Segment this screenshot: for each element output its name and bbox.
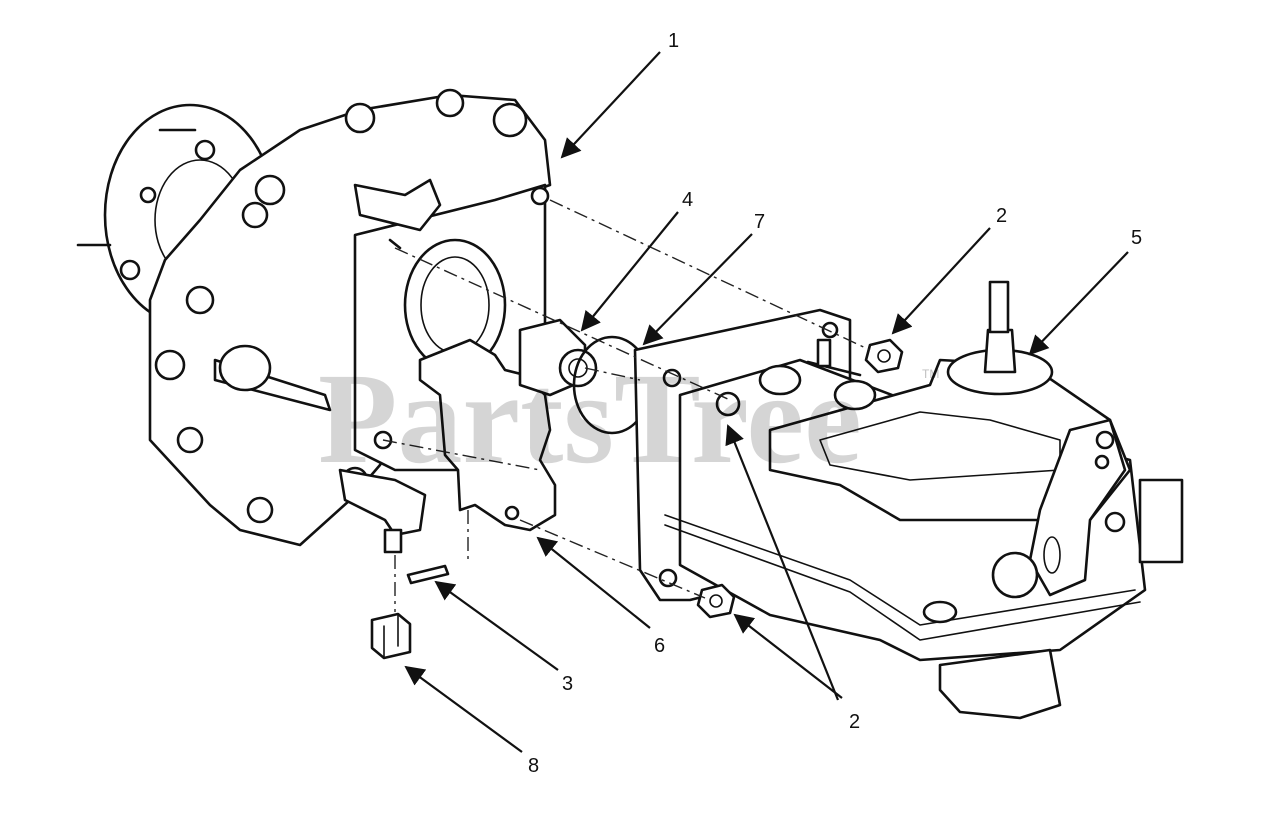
- callout-2-top: 2: [996, 205, 1007, 227]
- callout-4: 4: [682, 189, 693, 211]
- leader-4: [580, 211, 679, 332]
- leader-8: [404, 665, 523, 753]
- control-bracket: [418, 338, 557, 532]
- hydrostatic-pump-unit: [633, 280, 1184, 720]
- leader-3: [434, 580, 559, 671]
- callout-5: 5: [1131, 227, 1142, 249]
- hex-fitting: [370, 612, 412, 660]
- leader-2-top: [891, 227, 991, 335]
- hex-nut-top: [864, 338, 904, 374]
- transaxle-housing: [76, 88, 552, 554]
- input-shaft-gear: [518, 318, 598, 397]
- callout-7: 7: [754, 211, 765, 233]
- leader-6: [536, 536, 651, 629]
- watermark-trademark: TM: [922, 367, 939, 381]
- callout-6: 6: [654, 635, 665, 657]
- leader-2-upper: [725, 424, 840, 701]
- hex-nut-bottom: [696, 583, 736, 619]
- callout-2-bottom: 2: [849, 711, 860, 733]
- leader-7: [642, 233, 753, 346]
- callout-3: 3: [562, 673, 573, 695]
- leader-5: [1028, 251, 1129, 356]
- leader-1: [560, 51, 661, 159]
- leader-2-lower: [733, 613, 843, 699]
- watermark: PartsTree TM: [318, 347, 939, 491]
- dowel-pin: [406, 564, 450, 585]
- leader-lines: [404, 51, 1129, 753]
- callout-1: 1: [668, 30, 679, 52]
- callout-8: 8: [528, 755, 539, 777]
- assembly-lines: [382, 199, 871, 612]
- watermark-text: PartsTree: [318, 347, 862, 491]
- callout-labels: 1 2 2 3 4 5 6 7 8: [528, 30, 1142, 777]
